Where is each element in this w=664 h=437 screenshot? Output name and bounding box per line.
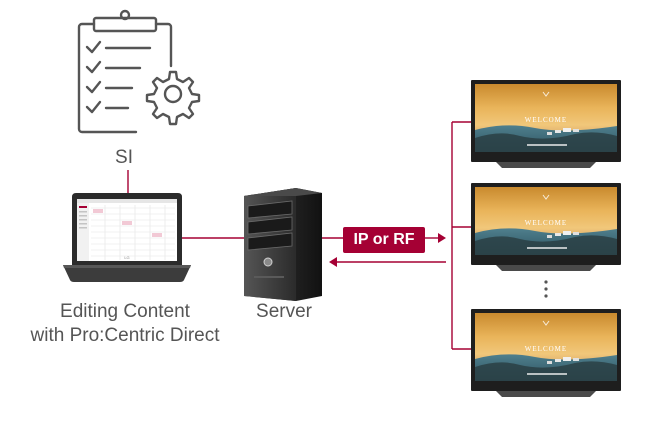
tv-top (471, 80, 621, 168)
server-tower-icon (244, 188, 322, 301)
arrow-right (425, 233, 446, 243)
server-label: Server (256, 301, 312, 322)
tv-top-welcome: WELCOME (525, 116, 567, 124)
ellipsis-dots (544, 280, 548, 298)
tv-middle (471, 183, 621, 271)
checklist-gear-icon (77, 9, 201, 134)
laptop-label: Editing Content with Pro:Centric Direct (10, 300, 240, 348)
laptop-icon: LG (63, 193, 191, 282)
tv-middle-welcome: WELCOME (525, 219, 567, 227)
tv-bottom-welcome: WELCOME (525, 345, 567, 353)
laptop-label-line2: with Pro:Centric Direct (30, 325, 220, 346)
connector-lines (127, 121, 471, 350)
tv-bottom (471, 309, 621, 397)
ip-or-rf-badge: IP or RF (343, 227, 425, 253)
arrow-left (329, 257, 446, 267)
si-label: SI (115, 147, 133, 168)
laptop-label-line1: Editing Content (60, 301, 190, 322)
svg-text:LG: LG (124, 255, 129, 260)
